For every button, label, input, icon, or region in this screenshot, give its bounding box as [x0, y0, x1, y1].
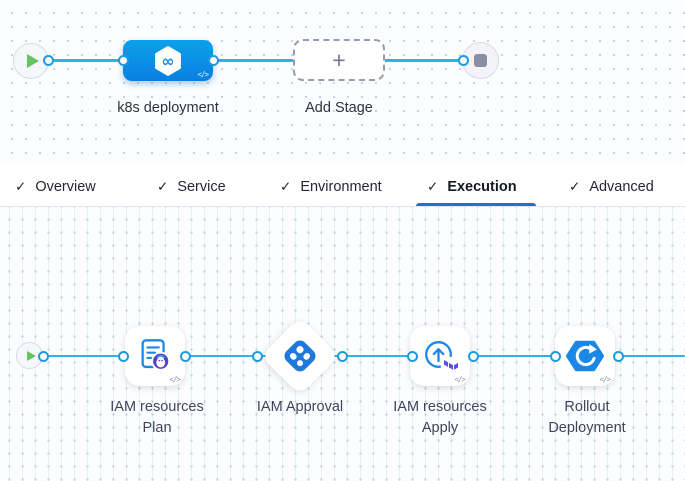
- k8s-rollout-icon: [566, 340, 604, 372]
- port-plan-in[interactable]: [117, 350, 129, 362]
- port-start-out[interactable]: [42, 54, 54, 66]
- approval-icon-wrap: [260, 316, 339, 395]
- check-icon: ✓: [569, 178, 581, 194]
- svg-text:∞: ∞: [161, 51, 174, 70]
- terraform-apply-icon: [425, 341, 459, 375]
- execution-graph-canvas: </> </> </> IAM resources Plan: [0, 207, 685, 481]
- step-label-plan: IAM resources Plan: [110, 399, 204, 436]
- tab-environment[interactable]: ✓ Environment: [280, 178, 382, 195]
- play-icon: [26, 54, 39, 68]
- stage-label: k8s deployment: [117, 100, 219, 116]
- check-icon: ✓: [157, 178, 169, 194]
- stage-yaml-code-icon[interactable]: </>: [197, 70, 209, 79]
- port-stage-out[interactable]: [207, 54, 219, 66]
- harness-approval-icon: [281, 337, 319, 375]
- step-iam-resources-plan[interactable]: </>: [125, 326, 185, 386]
- port-approval-out[interactable]: [336, 350, 348, 362]
- check-icon: ✓: [15, 178, 27, 194]
- step-label-rollout: Rollout Deployment: [548, 399, 626, 436]
- add-stage-label: Add Stage: [305, 100, 373, 116]
- tab-advanced[interactable]: ✓ Advanced: [569, 178, 654, 195]
- port-end-in[interactable]: [457, 54, 469, 66]
- execution-connector-line: [16, 354, 685, 357]
- harness-cd-icon: ∞: [155, 45, 181, 76]
- step-iam-resources-apply[interactable]: </>: [410, 326, 470, 386]
- port-approval-in[interactable]: [251, 350, 263, 362]
- port-stage-in[interactable]: [117, 54, 129, 66]
- check-icon: ✓: [427, 178, 439, 194]
- terraform-plan-icon: [141, 339, 171, 371]
- stop-icon: [474, 54, 487, 67]
- stage-node-k8s-deployment[interactable]: ∞ </>: [123, 40, 213, 81]
- tab-service[interactable]: ✓ Service: [157, 178, 226, 195]
- check-icon: ✓: [280, 178, 292, 194]
- play-icon: [26, 350, 36, 361]
- step-yaml-code-icon[interactable]: </>: [454, 375, 466, 384]
- step-rollout-deployment[interactable]: </>: [555, 326, 615, 386]
- active-tab-indicator: [416, 202, 536, 206]
- tab-execution[interactable]: ✓ Execution: [427, 178, 517, 195]
- stage-connector-line: [30, 59, 480, 62]
- stage-graph-canvas: ∞ </> + k8s deployment Add Stage: [0, 0, 685, 166]
- step-yaml-code-icon[interactable]: </>: [169, 375, 181, 384]
- port-plan-out[interactable]: [179, 350, 191, 362]
- step-label-apply: IAM resources Apply: [393, 399, 487, 436]
- step-label-approval: IAM Approval: [256, 399, 344, 415]
- tab-overview[interactable]: ✓ Overview: [15, 178, 96, 195]
- add-stage-button[interactable]: +: [293, 39, 385, 81]
- port-apply-in[interactable]: [406, 350, 418, 362]
- step-yaml-code-icon[interactable]: </>: [599, 375, 611, 384]
- plus-icon: +: [332, 46, 346, 73]
- port-rollout-out[interactable]: [612, 350, 624, 362]
- port-apply-out[interactable]: [467, 350, 479, 362]
- stage-config-tabbar: ✓ Overview ✓ Service ✓ Environment ✓ Exe…: [0, 166, 685, 207]
- port-rollout-in[interactable]: [549, 350, 561, 362]
- port-exec-start-out[interactable]: [37, 350, 49, 362]
